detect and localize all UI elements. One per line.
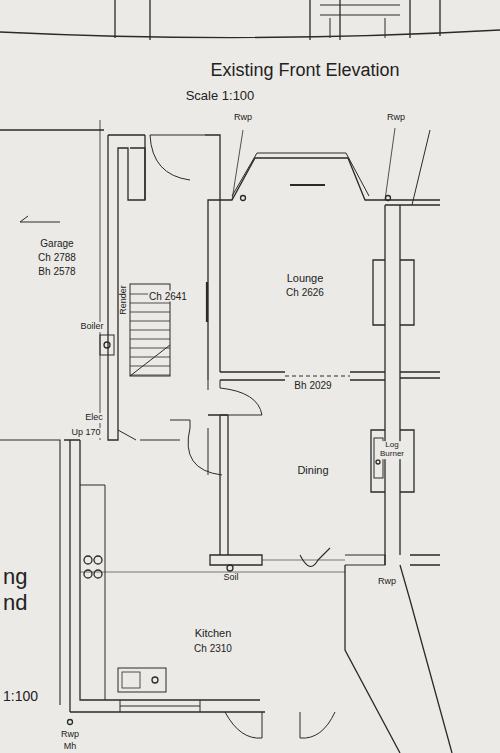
rwp-label: Rwp [60,730,80,740]
scale-note: Scale 1:100 [185,89,256,103]
room-name: Lounge [286,272,325,284]
drawing-title: Existing Front Elevation [210,60,399,81]
wall-finish: Render [119,284,129,316]
step-note: Up 170 [70,428,101,438]
ceiling-height: Ch 2626 [285,287,325,298]
room-name: Kitchen [194,627,233,639]
cut-text: ng [2,565,28,589]
rwp-label: Rwp [386,113,406,123]
appliance-label: Boiler [79,322,104,332]
room-name: Dining [296,464,329,476]
rwp-label: Rwp [233,113,253,123]
ceiling-height: Ch 2310 [193,643,233,654]
beam-height: Bh 2578 [37,266,76,277]
room-name: Garage [39,238,74,249]
rwp-label: Rwp [377,577,397,587]
appliance-label: Log Burner [375,441,409,459]
scale-note: 1:100 [2,689,39,704]
manhole-label: Mh [63,742,78,752]
ceiling-height: Ch 2788 [37,252,77,263]
beam-height: Bh 2029 [293,380,332,391]
cut-text: nd [2,591,28,615]
ceiling-height: Ch 2641 [148,291,188,302]
meter-label: Elec [84,413,104,423]
soil-pipe-label: Soil [222,573,239,583]
